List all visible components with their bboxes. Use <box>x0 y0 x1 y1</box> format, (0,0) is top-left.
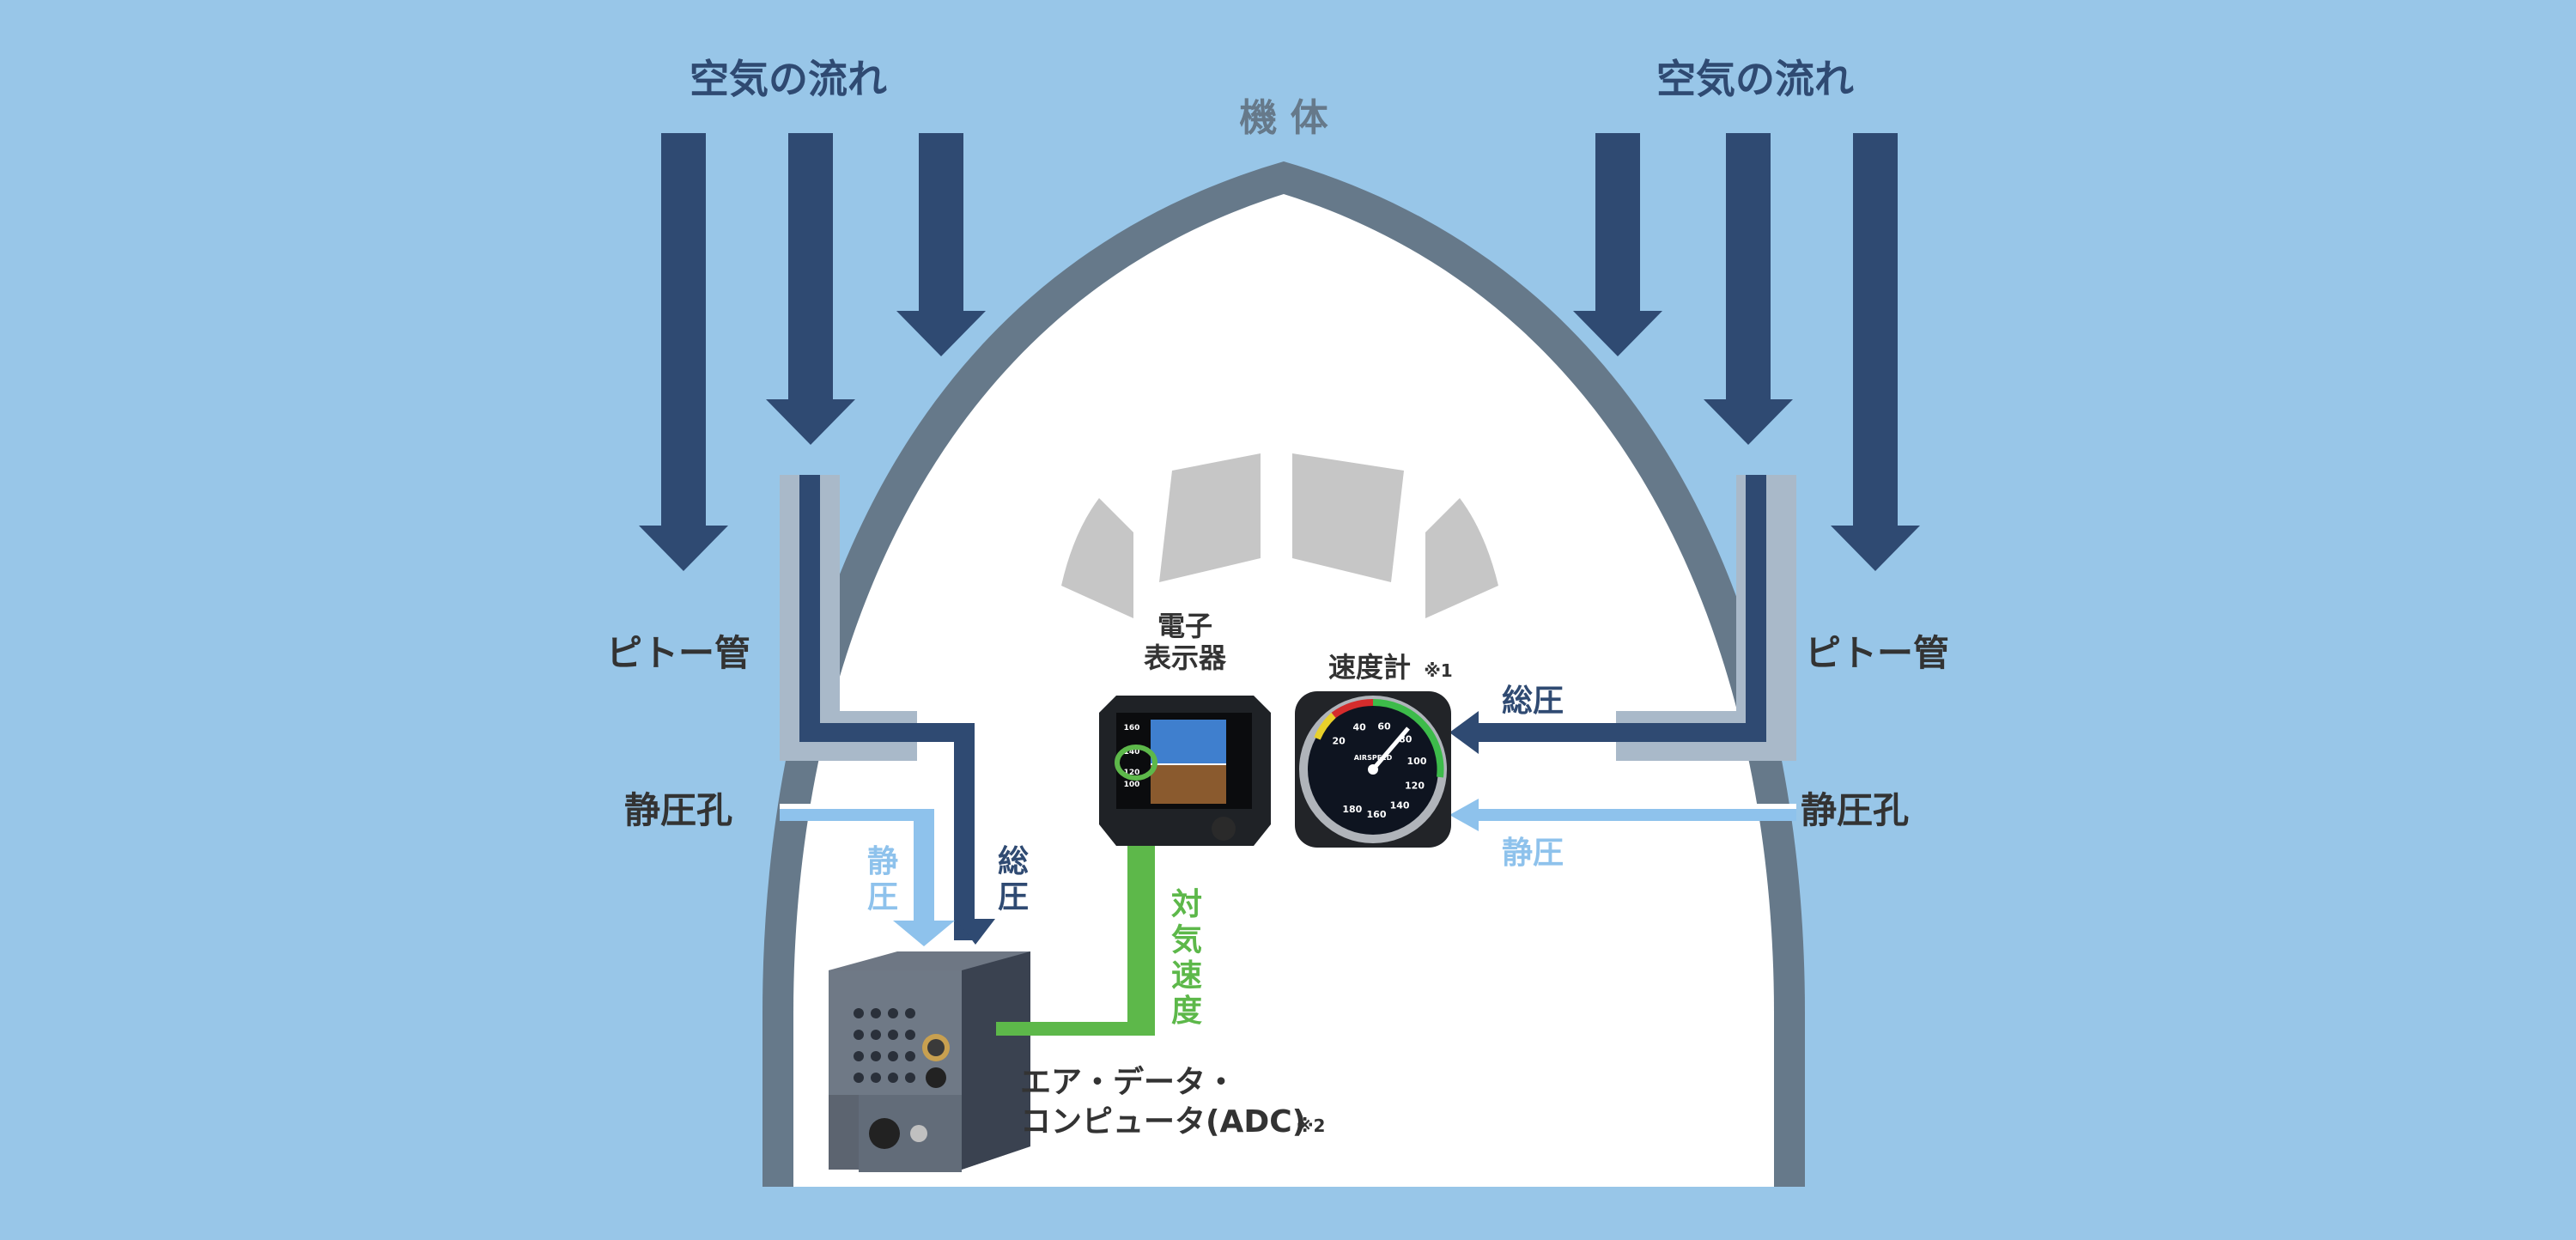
pitot-tube-right <box>1449 475 1796 761</box>
label-static-pressure-left: 静圧 <box>867 844 898 915</box>
label-total-pressure-right: 総圧 <box>1502 684 1564 719</box>
label-static-port-right: 静圧孔 <box>1801 789 1909 831</box>
gauge-dial-number: 60 <box>1377 721 1391 732</box>
adc-unit <box>829 951 1030 1172</box>
label-static-pressure-right: 静圧 <box>1502 836 1564 871</box>
static-port-line-left <box>780 804 955 946</box>
gauge-dial-number: 20 <box>1333 736 1346 747</box>
static-port-line-right <box>1449 799 1796 831</box>
label-static-port-left: 静圧孔 <box>624 789 732 831</box>
label-fuselage: 機 体 <box>1239 96 1327 140</box>
label-airflow-right: 空気の流れ <box>1656 56 1854 102</box>
pitot-tube-left <box>780 475 995 945</box>
gauge-dial-number: 120 <box>1405 781 1425 792</box>
pfd-speed-tick: 100 <box>1124 781 1140 789</box>
electronic-display: 160 140 120 100 <box>1099 696 1271 846</box>
gauge-caption: AIRSPEED <box>1354 754 1393 762</box>
label-pitot-left: ピトー管 <box>606 632 750 674</box>
label-airflow-left: 空気の流れ <box>690 56 887 102</box>
airflow-arrows-right <box>1573 133 1920 571</box>
gauge-dial-number: 160 <box>1367 809 1387 820</box>
label-note-1: ※1 <box>1424 660 1452 681</box>
label-electronic-display: 電子表示器 <box>1144 610 1227 674</box>
pfd-speed-tick: 140 <box>1124 748 1140 757</box>
airspeed-highlight-ring <box>1115 745 1157 781</box>
gauge-dial-number: 140 <box>1390 800 1410 811</box>
gauge-dial-number: 180 <box>1342 804 1362 815</box>
label-note-2: ※2 <box>1297 1115 1325 1136</box>
label-adc-line1: エア・データ・ <box>1020 1064 1236 1100</box>
gauge-needle <box>1371 726 1410 771</box>
label-airspeed-indicator: 速度計 <box>1328 651 1411 684</box>
text-labels: 空気の流れ 空気の流れ 機 体 ピトー管 ピトー管 静圧孔 静圧孔 静圧 総圧 … <box>606 56 1949 1140</box>
cockpit-windows <box>1061 453 1498 618</box>
airflow-arrows-left <box>639 133 986 571</box>
gauge-dial-number: 100 <box>1407 756 1427 767</box>
label-total-pressure-left: 総圧 <box>998 844 1029 915</box>
label-adc-line2: コンピュータ(ADC) <box>1020 1104 1306 1140</box>
pfd-speed-tick: 160 <box>1124 724 1140 732</box>
label-pitot-right: ピトー管 <box>1805 632 1949 674</box>
gauge-dial-number: 40 <box>1352 722 1366 733</box>
label-airspeed: 対気速度 <box>1171 887 1202 1029</box>
pfd-speed-tick: 120 <box>1124 769 1140 777</box>
